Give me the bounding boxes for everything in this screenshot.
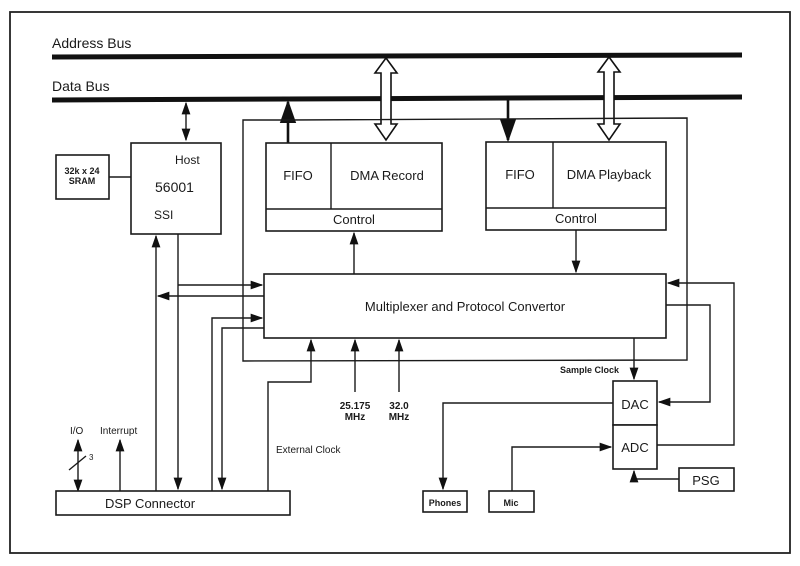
external-clock-label: External Clock bbox=[276, 445, 341, 456]
data-bus-label: Data Bus bbox=[52, 78, 110, 94]
adc-block bbox=[612, 424, 658, 470]
phones-label: Phones bbox=[429, 498, 462, 508]
sram-block bbox=[55, 154, 110, 200]
address-bus-line bbox=[51, 52, 743, 60]
playback-fifo-label: FIFO bbox=[505, 167, 535, 182]
multiplexer-block bbox=[263, 273, 667, 339]
phones-block bbox=[422, 490, 468, 513]
connector-to-mux-arrow bbox=[211, 313, 264, 491]
mic-to-adc-arrow bbox=[511, 442, 613, 491]
clock-32-unit: MHz bbox=[389, 412, 410, 423]
address-bus-label: Address Bus bbox=[52, 35, 131, 51]
data-bus-line bbox=[51, 94, 743, 103]
psg-label: PSG bbox=[692, 473, 719, 488]
mux-to-dac-arrow bbox=[657, 304, 711, 407]
dac-block bbox=[612, 380, 658, 426]
ssi-port-label: SSI bbox=[154, 208, 173, 222]
dsp-connector-block bbox=[55, 490, 291, 516]
outer-frame bbox=[9, 11, 791, 554]
dma-record-label: DMA Record bbox=[350, 168, 424, 183]
dac-to-phones-arrow bbox=[438, 402, 613, 491]
dsp-connector-label: DSP Connector bbox=[105, 496, 196, 511]
record-address-double-arrow bbox=[373, 56, 399, 142]
multiplexer-label: Multiplexer and Protocol Convertor bbox=[365, 299, 566, 314]
dac-label: DAC bbox=[621, 397, 648, 412]
clock-32-value: 32.0 bbox=[389, 401, 409, 412]
mic-label: Mic bbox=[503, 498, 518, 508]
dma-playback-block bbox=[485, 141, 667, 231]
mic-block bbox=[488, 490, 535, 513]
dma-record-block bbox=[265, 142, 443, 232]
dsp-56001-label: 56001 bbox=[155, 179, 194, 195]
dma-playback-label: DMA Playback bbox=[567, 167, 652, 182]
mux-to-connector-arrow bbox=[217, 327, 264, 491]
external-clock-arrow bbox=[267, 338, 316, 491]
sram-label: SRAM bbox=[69, 176, 96, 186]
playback-control-label: Control bbox=[555, 211, 597, 226]
host-port-label: Host bbox=[175, 153, 200, 167]
psg-to-adc-arrow bbox=[629, 469, 679, 483]
clock-25175-value: 25.175 bbox=[340, 401, 371, 412]
playback-address-double-arrow bbox=[596, 55, 622, 142]
adc-label: ADC bbox=[621, 440, 648, 455]
dsp-56001-block bbox=[130, 142, 222, 235]
io-bus-slash bbox=[68, 455, 87, 471]
sample-clock-label: Sample Clock bbox=[560, 365, 620, 375]
io-width-label: 3 bbox=[89, 453, 94, 462]
interrupt-label: Interrupt bbox=[100, 426, 137, 437]
io-label: I/O bbox=[70, 426, 84, 437]
record-control-label: Control bbox=[333, 212, 375, 227]
adc-to-mux-arrow bbox=[657, 278, 735, 446]
sram-size-label: 32k x 24 bbox=[64, 166, 99, 176]
record-fifo-label: FIFO bbox=[283, 168, 313, 183]
inner-loop-line bbox=[242, 117, 688, 362]
clock-25175-unit: MHz bbox=[345, 412, 366, 423]
